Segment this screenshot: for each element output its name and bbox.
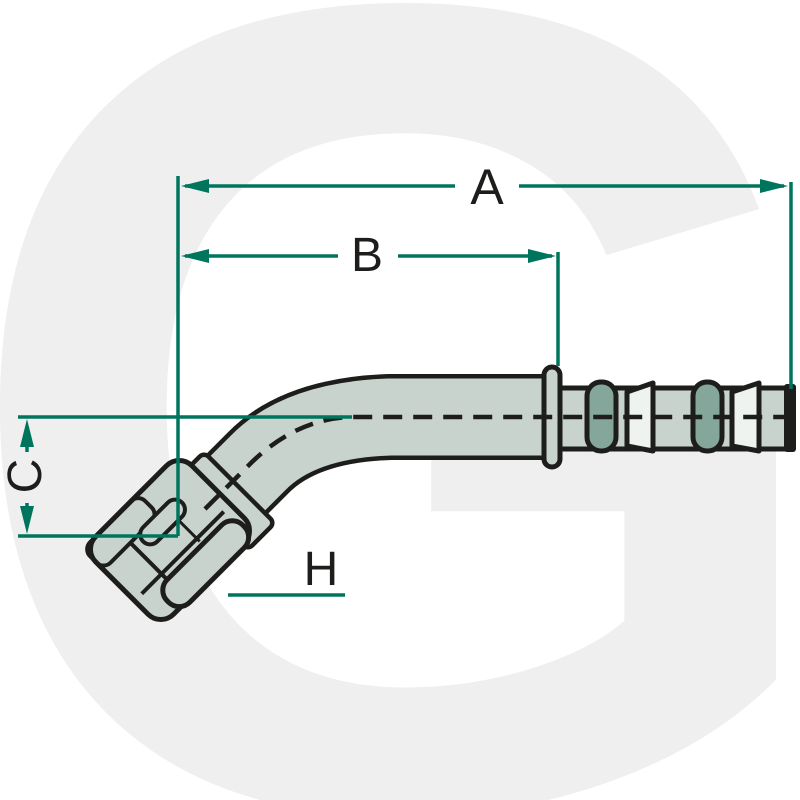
dim-label-a: A [470, 159, 504, 215]
arrowhead-c-bottom [20, 506, 34, 534]
dimension-c [18, 415, 352, 538]
dim-label-b: B [350, 229, 384, 282]
dimension-b [181, 249, 556, 263]
dim-label-h: H [303, 543, 339, 596]
arrowhead-c-top [20, 419, 34, 447]
nut-detail-line-1 [128, 541, 168, 580]
arrowhead-a-left [181, 179, 209, 193]
arrowhead-b-left [181, 249, 209, 263]
nut-section-hatch [85, 496, 157, 568]
arrowhead-a-right [760, 179, 788, 193]
bent-tube-body [185, 378, 553, 536]
hose-end-cap [784, 384, 796, 452]
nut-barrel [160, 518, 252, 610]
dimension-lines [18, 176, 793, 597]
nut-inner-sleeve [138, 497, 187, 547]
fitting-body [85, 364, 796, 623]
dimension-a [181, 179, 788, 193]
nut-flat-edge [140, 510, 226, 596]
hex-nut [85, 457, 253, 623]
arrowhead-b-right [528, 249, 556, 263]
centerline-dashed [203, 414, 786, 511]
